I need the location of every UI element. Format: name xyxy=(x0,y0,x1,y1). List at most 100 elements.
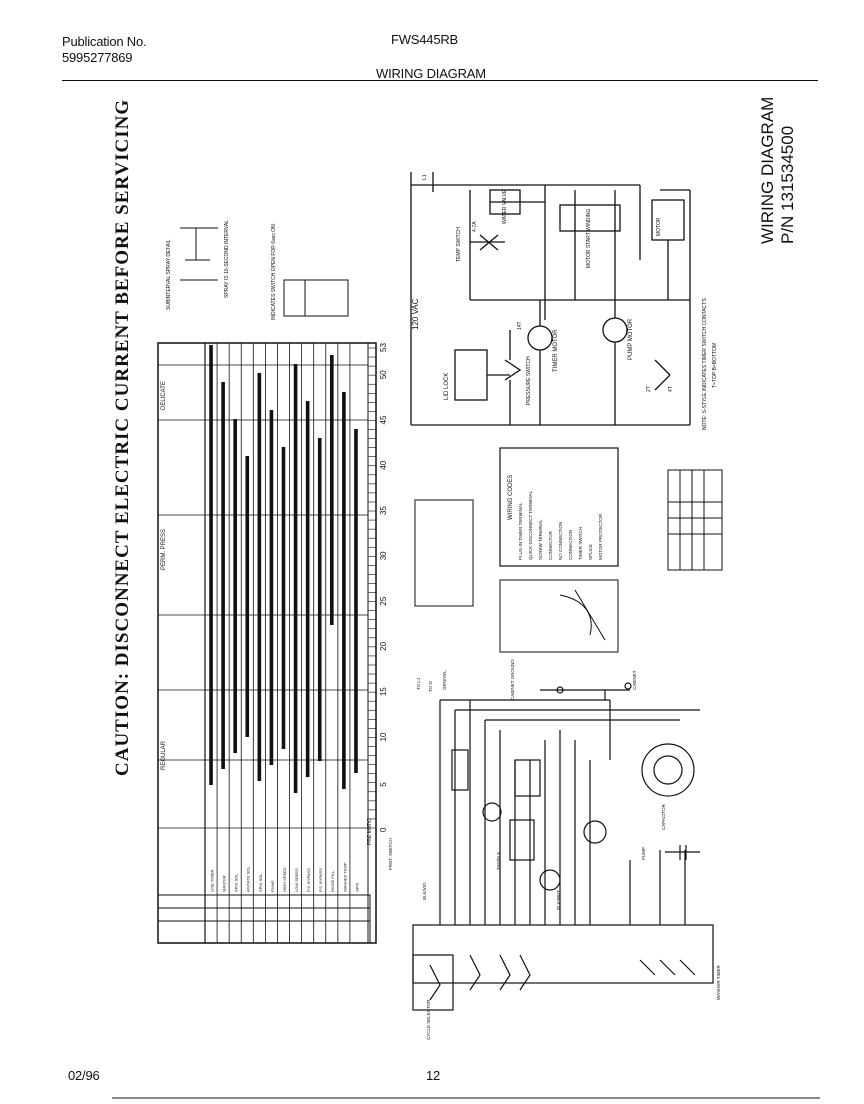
chart-row-label: LINE TIMER xyxy=(209,870,214,892)
temp-switch-component xyxy=(509,819,535,861)
wiring-code-item: CONNECTION xyxy=(568,530,573,560)
motor-start-winding xyxy=(559,204,621,232)
svg-text:TO L1: TO L1 xyxy=(416,677,421,690)
timer-tick-marks xyxy=(368,347,376,829)
footer-date: 02/96 xyxy=(68,1068,100,1083)
chart-increment-label: 30 xyxy=(379,551,388,560)
water-valve-component xyxy=(514,759,541,797)
wiring-code-item: TIMER SWITCH xyxy=(578,527,583,560)
chart-row-label: MASTER xyxy=(222,875,227,892)
motor-start-label: MOTOR START WINDING xyxy=(586,209,592,268)
wiring-code-item: PLUG-IN TIMER TERMINAL xyxy=(518,502,523,560)
pictorial-labels: TO L1 TO N GRN/YEL CABINET GROUND CABINE… xyxy=(388,659,721,1040)
publication-number: 5995277869 xyxy=(62,50,133,65)
wiring-codes-items: PLUG-IN TIMER TERMINAL QUICK DISCONNECT T… xyxy=(518,490,603,560)
svg-text:PUMP: PUMP xyxy=(641,847,646,860)
timer-chart xyxy=(157,342,377,944)
wiring-code-item: CONNECTOR xyxy=(548,530,553,560)
timer-motor-symbol xyxy=(527,325,553,351)
lid-lock-component xyxy=(451,749,469,791)
chart-increment-label: 50 xyxy=(379,370,388,379)
chart-row-label: SPIN SOL xyxy=(234,873,239,892)
wiring-code-item: MOTOR PROTECTOR xyxy=(598,513,603,560)
chart-row-bar xyxy=(233,419,238,753)
chart-row-label: WASHED TEMP xyxy=(342,862,347,892)
svg-text:CAPACITOR: CAPACITOR xyxy=(661,803,666,830)
svg-text:4-7A: 4-7A xyxy=(472,221,478,232)
chart-row-bar xyxy=(209,345,213,785)
pump-motor-label: PUMP MOTOR xyxy=(628,318,634,360)
voltage-label: 120 VAC xyxy=(411,298,420,330)
timer-note: NOTE: S-STYLE INDICATES TIMER SWITCH CON… xyxy=(702,298,708,430)
pump-motor-symbol xyxy=(602,317,628,343)
chart-increment-label: 25 xyxy=(379,596,388,605)
chart-increment-label: 0 xyxy=(379,827,388,832)
header-rule xyxy=(62,80,818,81)
svg-text:L1: L1 xyxy=(422,174,428,180)
svg-text:SPRAY IS 10-SECOND INTERVAL: SPRAY IS 10-SECOND INTERVAL xyxy=(224,220,230,298)
svg-text:TO N: TO N xyxy=(428,681,433,692)
chart-section-delicate: DELICATE xyxy=(161,381,167,410)
temperature-switch-table xyxy=(667,469,723,571)
svg-text:CABINET GROUND: CABINET GROUND xyxy=(510,659,515,700)
chart-row-label: P.S. BYPASS xyxy=(318,868,323,892)
spray-detail-text: SUBINTERVAL SPRAY DETAIL SPRAY IS 10-SEC… xyxy=(166,220,277,320)
chart-row-bar xyxy=(342,392,346,789)
water-valve-label: WATER VALVE xyxy=(502,189,508,224)
wiring-codes-title: WIRING CODES xyxy=(508,475,514,520)
cycle-selector xyxy=(412,954,454,1011)
chart-increment-label: 15 xyxy=(379,687,388,696)
svg-text:TAN/BLK: TAN/BLK xyxy=(496,852,501,870)
chart-row-bar xyxy=(329,355,334,625)
chart-increment-label: 5 xyxy=(379,782,388,787)
chart-section-permpress: PERM. PRESS xyxy=(161,529,167,570)
spray-detail xyxy=(180,227,218,281)
wiring-code-item: NO CONNECTION xyxy=(558,522,563,560)
wiring-code-item: QUICK DISCONNECT TERMINAL xyxy=(528,490,533,560)
svg-text:2T: 2T xyxy=(646,386,652,392)
agitate-legend-box xyxy=(283,279,349,317)
chart-row-bar xyxy=(281,447,286,749)
svg-text:SUBINTERVAL SPRAY DETAIL: SUBINTERVAL SPRAY DETAIL xyxy=(166,239,172,310)
timer-motor-label: TIMER MOTOR xyxy=(553,329,559,372)
timer-plug-detail xyxy=(414,499,619,653)
pump-motor-component xyxy=(583,820,607,844)
timer-chart-bars xyxy=(209,345,358,793)
wiring-code-item: SCREW TERMINAL xyxy=(538,519,543,560)
chart-row-bar xyxy=(269,410,274,765)
svg-text:WASHER TIMER: WASHER TIMER xyxy=(716,964,721,1000)
publication-label: Publication No. xyxy=(62,34,147,49)
svg-text:CYCLE SELECTOR: CYCLE SELECTOR xyxy=(426,999,431,1040)
svg-text:4T: 4T xyxy=(668,386,674,392)
svg-text:BLK/WHT: BLK/WHT xyxy=(556,890,561,910)
chart-row-bar xyxy=(354,429,358,773)
chart-row-bar xyxy=(257,373,262,781)
motor-component xyxy=(641,743,695,797)
schematic-small-labels: L1 4-7A 14T 2T 4T xyxy=(422,174,674,392)
pressure-switch-label: PRESSURE SWITCH xyxy=(526,356,532,405)
chart-row-label: LOW SPEED xyxy=(294,868,299,892)
lid-lock-box xyxy=(454,349,488,401)
wiring-codes-legend xyxy=(499,447,619,567)
chart-increment-label: 40 xyxy=(379,460,388,469)
chart-row-bar xyxy=(293,364,298,793)
svg-text:CABINET: CABINET xyxy=(632,670,637,690)
schematic xyxy=(410,172,691,426)
chart-row-bar xyxy=(221,382,225,769)
chart-row-label: PUMP xyxy=(270,880,275,892)
increment-strip xyxy=(367,342,377,944)
timer-terminal-block xyxy=(412,924,714,984)
chart-row-label: RINSE FILL xyxy=(330,870,335,892)
chart-row-bar xyxy=(305,401,310,777)
timer-motor-component xyxy=(539,869,561,891)
temp-switch-label: TEMP SWITCH xyxy=(456,227,462,262)
wiring-code-item: SPLICE xyxy=(588,544,593,560)
chart-row-label: SPIN SOL xyxy=(258,873,263,892)
chart-increment-label: 35 xyxy=(379,506,388,515)
chart-row-label: HIGH SPEED xyxy=(282,867,287,892)
chart-increment-label: 10 xyxy=(379,732,388,741)
chart-row-bar xyxy=(245,456,250,737)
svg-text:GRN/YEL: GRN/YEL xyxy=(442,670,447,690)
